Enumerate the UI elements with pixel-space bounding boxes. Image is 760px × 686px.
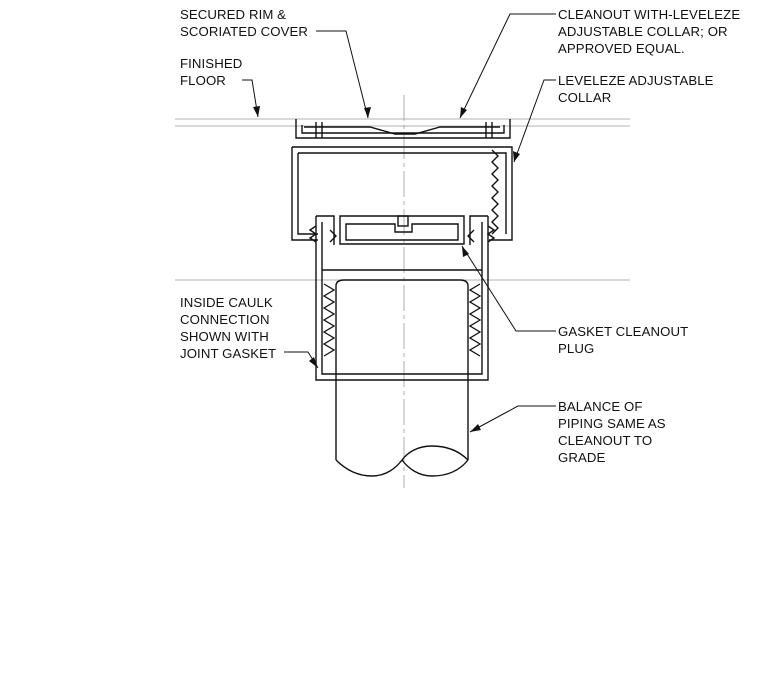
cleanout-body bbox=[308, 215, 496, 381]
label-cleanout-line2: ADJUSTABLE COLLAR; OR bbox=[558, 24, 728, 39]
label-piping: BALANCE OF PIPING SAME AS CLEANOUT TO GR… bbox=[558, 398, 666, 466]
leader-cover bbox=[316, 30, 369, 119]
label-floor: FINISHED FLOOR bbox=[180, 55, 242, 89]
label-collar-line1: LEVELEZE ADJUSTABLE bbox=[558, 73, 714, 88]
leader-floor bbox=[242, 79, 259, 118]
label-plug-line2: PLUG bbox=[558, 341, 595, 356]
label-floor-line2: FLOOR bbox=[180, 73, 226, 88]
adjustable-collar bbox=[291, 146, 513, 241]
leader-plug bbox=[461, 245, 556, 332]
label-caulk: INSIDE CAULK CONNECTION SHOWN WITH JOINT… bbox=[180, 294, 276, 362]
label-caulk-line2: CONNECTION bbox=[180, 312, 270, 327]
leader-cleanout bbox=[459, 13, 556, 119]
leader-lines bbox=[242, 13, 556, 433]
label-piping-line2: PIPING SAME AS bbox=[558, 416, 666, 431]
label-cleanout-line3: APPROVED EQUAL. bbox=[558, 41, 685, 56]
leader-collar bbox=[513, 79, 556, 163]
label-collar: LEVELEZE ADJUSTABLE COLLAR bbox=[558, 72, 714, 106]
label-piping-line1: BALANCE OF bbox=[558, 399, 643, 414]
leader-arrowheads bbox=[253, 106, 520, 432]
label-cover-line1: SECURED RIM & bbox=[180, 7, 287, 22]
label-caulk-line1: INSIDE CAULK bbox=[180, 295, 273, 310]
label-cover: SECURED RIM & SCORIATED COVER bbox=[180, 6, 308, 40]
leader-piping bbox=[469, 405, 556, 433]
label-collar-line2: COLLAR bbox=[558, 90, 612, 105]
gasket-cleanout-plug bbox=[329, 215, 475, 245]
label-cleanout: CLEANOUT WITH-LEVELEZE ADJUSTABLE COLLAR… bbox=[558, 6, 740, 57]
label-piping-line4: GRADE bbox=[558, 450, 606, 465]
label-cover-line2: SCORIATED COVER bbox=[180, 24, 309, 39]
label-plug: GASKET CLEANOUT PLUG bbox=[558, 323, 688, 357]
label-piping-line3: CLEANOUT TO bbox=[558, 433, 653, 448]
label-floor-line1: FINISHED bbox=[180, 56, 243, 71]
label-cleanout-line1: CLEANOUT WITH-LEVELEZE bbox=[558, 7, 741, 22]
pipe bbox=[335, 279, 469, 477]
label-caulk-line4: JOINT GASKET bbox=[180, 346, 277, 361]
label-plug-line1: GASKET CLEANOUT bbox=[558, 324, 689, 339]
secured-rim-cover bbox=[295, 119, 511, 139]
label-caulk-line3: SHOWN WITH bbox=[180, 329, 269, 344]
joint-gasket bbox=[322, 283, 482, 357]
